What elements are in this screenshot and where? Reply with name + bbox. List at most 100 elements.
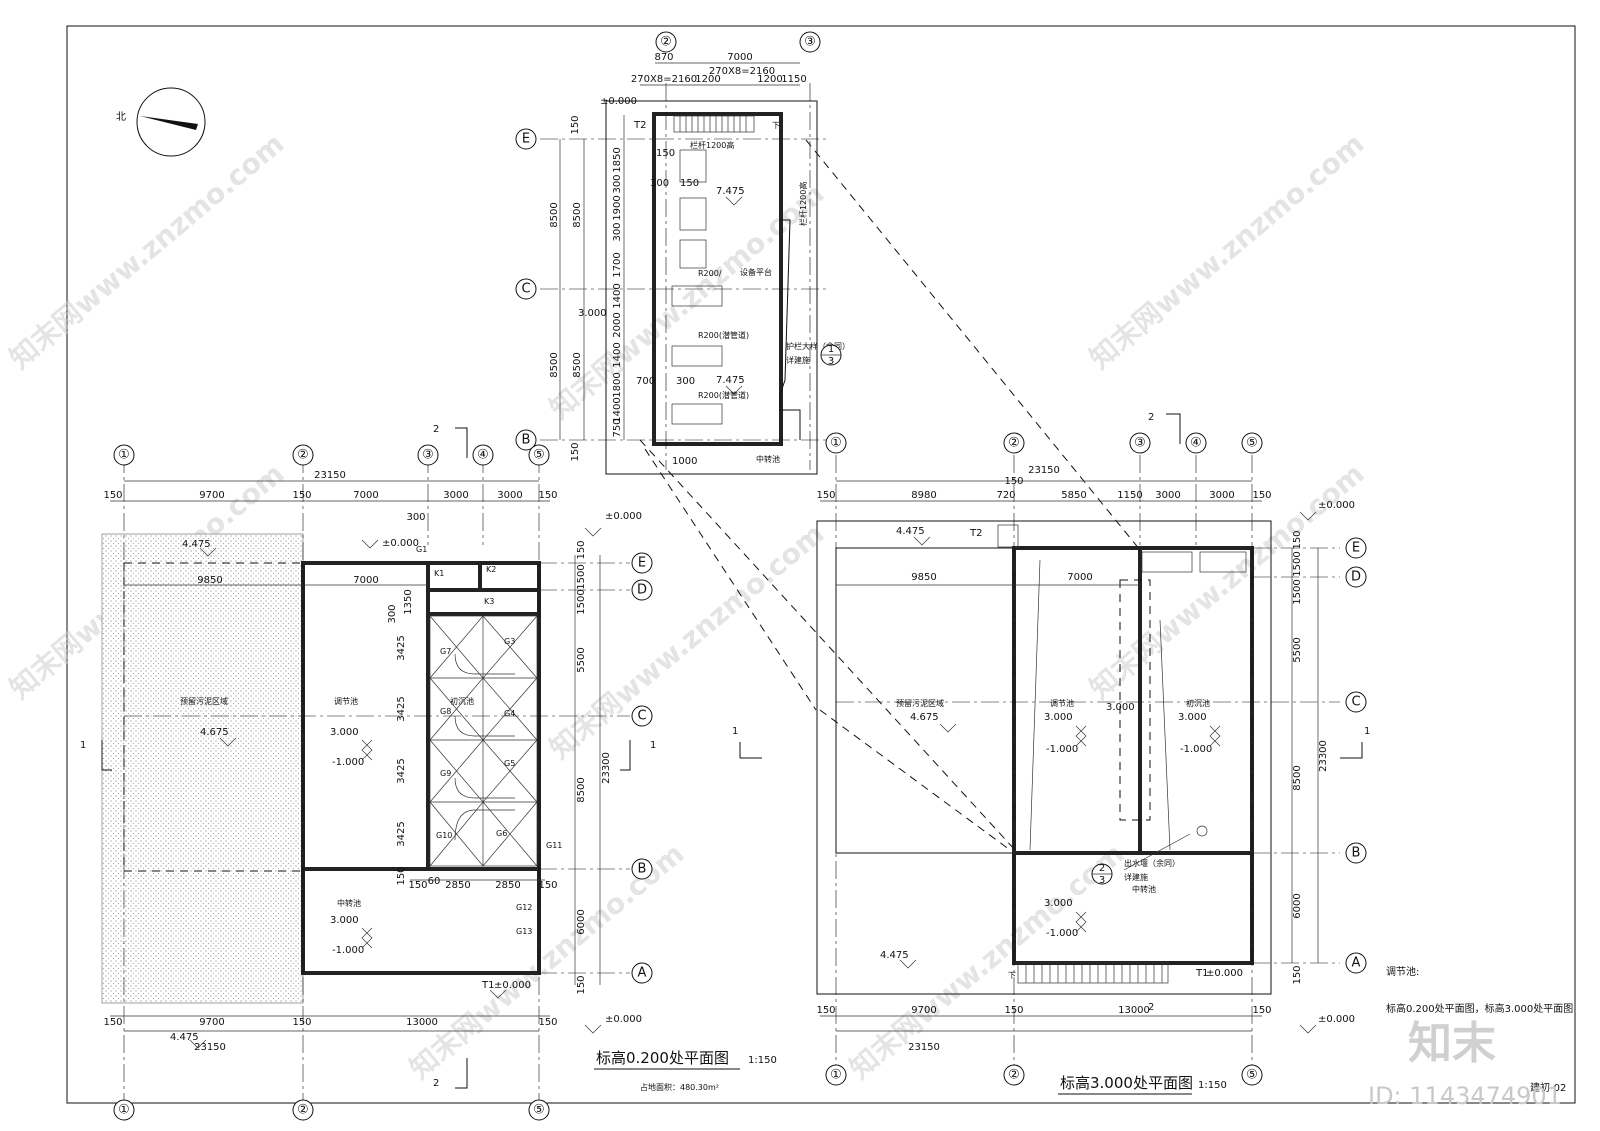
site-outline	[816, 520, 1272, 995]
room-label: 中转池	[1132, 884, 1156, 894]
dim-text: 1400	[612, 342, 623, 367]
dim-text: 8500	[549, 202, 560, 227]
drawing-number: 建初-02	[1530, 1081, 1566, 1094]
level-mark: -1.000	[1046, 928, 1078, 939]
svg-text:E: E	[522, 132, 530, 147]
level-mark: 7.475	[716, 186, 745, 197]
dim-text: 1350	[403, 589, 414, 614]
axis-bubble-C: C	[631, 705, 653, 727]
level-mark: 4.475	[182, 539, 211, 550]
dim-text: 23300	[1318, 740, 1329, 772]
dim-text: 8500	[572, 352, 583, 377]
north-arrow: 北	[116, 87, 206, 157]
svg-text:③: ③	[1134, 436, 1146, 451]
dim-text: 8500	[1292, 765, 1303, 790]
level-mark: 7.475	[716, 375, 745, 386]
dim-text: 9850	[911, 572, 936, 583]
section-mark: 2	[1148, 412, 1154, 423]
room-label: 中转池	[337, 898, 361, 908]
axis-bubble-5: ⑤	[1241, 1064, 1263, 1086]
room-label: 调节池	[1050, 698, 1074, 708]
axis-bubble-1: ①	[113, 1099, 135, 1121]
section-mark: 2	[1148, 1002, 1154, 1013]
room-label: 预留污泥区域	[896, 698, 944, 708]
axis-bubble-B: B	[631, 858, 653, 880]
axis-bubble-1: ①	[825, 432, 847, 454]
dim-text: 300	[406, 512, 425, 523]
svg-text:①: ①	[118, 448, 130, 463]
dim-text: 870	[654, 52, 673, 63]
detail-ref-num: 1	[828, 344, 834, 355]
level-mark: 4.475	[880, 950, 909, 961]
axis-bubble-5: ⑤	[528, 1099, 550, 1121]
dim-text: 150	[1292, 965, 1303, 984]
plan-title: 标高3.000处平面图	[1060, 1074, 1193, 1092]
dim-text: 3000	[497, 490, 522, 501]
axis-bubble-2: ②	[292, 444, 314, 466]
axis-bubble-B: B	[1345, 842, 1367, 864]
stair-label: T2	[969, 528, 982, 539]
dim-text: 6000	[1292, 893, 1303, 918]
axis-bubble-3: ③	[1129, 432, 1151, 454]
dim-text: 7000	[727, 52, 752, 63]
dim-text: 150	[396, 866, 407, 885]
down-label: 下	[772, 121, 780, 130]
dim-text: 150	[1292, 530, 1303, 549]
svg-text:E: E	[1352, 541, 1360, 556]
equip-code: G6	[496, 829, 507, 838]
dim-text: 720	[996, 490, 1015, 501]
plan-top-outline	[605, 100, 818, 475]
axis-bubble-2: ②	[655, 31, 677, 53]
equip-code: K1	[434, 569, 444, 578]
dim-text: 5850	[1061, 490, 1086, 501]
section-mark: 2	[433, 424, 439, 435]
detail-note: 详建施	[1124, 872, 1148, 882]
level-mark: ±0.000	[382, 538, 419, 549]
axis-bubble-A: A	[1345, 952, 1367, 974]
pipe-label: R200/	[698, 269, 722, 278]
level-mark: 3.000	[1044, 712, 1073, 723]
dim-text: 150	[538, 490, 557, 501]
stair-t1	[1017, 962, 1169, 984]
axis-bubble-4: ④	[472, 444, 494, 466]
plan-scale: 1:150	[1198, 1080, 1227, 1091]
stair-t2	[997, 524, 1019, 548]
svg-text:②: ②	[297, 448, 309, 463]
dim-text: 300	[387, 604, 398, 623]
equip-code: G8	[440, 707, 451, 716]
level-mark: ±0.000	[1318, 1014, 1355, 1025]
dim-text: 5500	[1292, 637, 1303, 662]
axis-bubble-D: D	[1345, 566, 1367, 588]
dim-text: 1700	[612, 252, 623, 277]
dim-text: 1500	[1292, 551, 1303, 576]
axis-bubble-B: B	[515, 429, 537, 451]
dim-text: 3000	[443, 490, 468, 501]
dim-text: 300	[676, 376, 695, 387]
equip-code: K2	[486, 565, 496, 574]
dim-text: 150	[538, 880, 557, 891]
level-mark: 3.000	[1106, 702, 1135, 713]
detail-ref-num: 2	[1099, 863, 1105, 874]
svg-text:C: C	[1351, 695, 1360, 710]
equip-code: G4	[504, 709, 515, 718]
level-mark: ±0.000	[605, 511, 642, 522]
dim-text: 1200	[757, 74, 782, 85]
svg-text:B: B	[638, 862, 647, 877]
level-mark: -1.000	[332, 757, 364, 768]
equip-code: G9	[440, 769, 451, 778]
dim-text: 150	[292, 1017, 311, 1028]
svg-text:②: ②	[660, 35, 672, 50]
detail-ref-num: 3	[828, 356, 834, 367]
dim-text: 13000	[406, 1017, 438, 1028]
dim-text: 150	[680, 178, 699, 189]
id-watermark: ID: 1143474901	[1368, 1082, 1562, 1110]
svg-text:B: B	[1352, 846, 1361, 861]
equip-code: G11	[546, 841, 562, 850]
site-area: 占地面积：480.30m²	[640, 1082, 719, 1092]
axis-bubble-4: ④	[1185, 432, 1207, 454]
brand-watermark: 知末	[1408, 1018, 1496, 1069]
level-mark: 4.475	[896, 526, 925, 537]
watermark: 知末网www.znzmo.com	[3, 127, 290, 375]
sheet-border	[66, 25, 1576, 1104]
dim-text: 150	[570, 115, 581, 134]
